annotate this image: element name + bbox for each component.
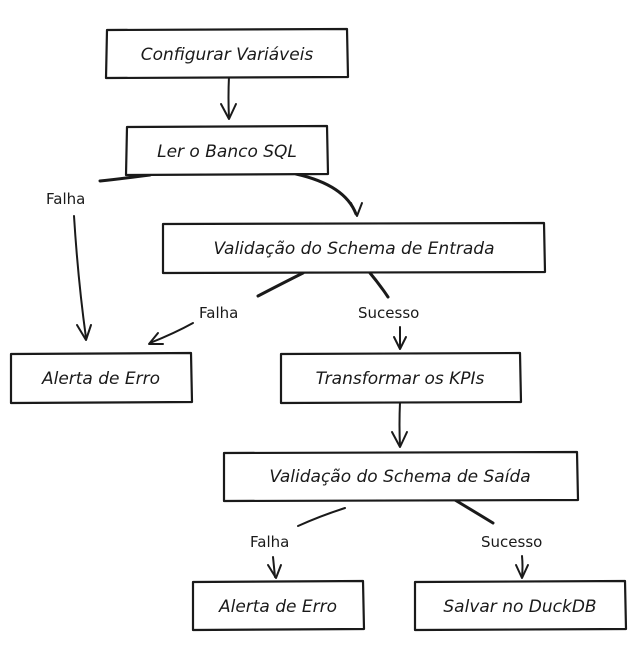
node-salvar-duckdb[interactable]: Salvar no DuckDB	[413, 579, 628, 632]
node-alerta-erro-1[interactable]: Alerta de Erro	[9, 351, 194, 405]
edge-transformar-to-validacao-saida	[391, 401, 408, 448]
node-label: Salvar no DuckDB	[443, 597, 596, 617]
edge-ler-to-validacao-entrada	[294, 172, 363, 217]
node-transformar-kpis[interactable]: Transformar os KPIs	[279, 351, 523, 405]
edge-saida-sucesso-to-salvar	[453, 498, 529, 579]
node-label: Alerta de Erro	[218, 597, 337, 617]
node-validacao-schema-saida[interactable]: Validação do Schema de Saída	[222, 450, 580, 503]
node-label: Validação do Schema de Saída	[269, 467, 530, 487]
edge-label-entrada-falha: Falha	[199, 304, 238, 322]
edge-label-saida-sucesso: Sucesso	[481, 533, 542, 551]
node-configurar-variaveis[interactable]: Configurar Variáveis	[104, 27, 350, 80]
edge-label-entrada-sucesso: Sucesso	[358, 304, 419, 322]
node-label: Transformar os KPIs	[316, 369, 485, 389]
node-label: Validação do Schema de Entrada	[214, 239, 495, 259]
node-ler-banco-sql[interactable]: Ler o Banco SQL	[124, 124, 330, 177]
node-label: Alerta de Erro	[41, 369, 160, 389]
edge-saida-falha-to-alerta	[267, 507, 346, 579]
node-label: Ler o Banco SQL	[157, 142, 297, 162]
edge-configurar-to-ler	[220, 75, 237, 120]
edge-label-ler-falha: Falha	[46, 190, 85, 208]
edge-label-saida-falha: Falha	[250, 533, 289, 551]
edge-entrada-falha-to-alerta	[148, 271, 305, 345]
edge-entrada-sucesso-to-transformar	[368, 271, 407, 350]
edge-ler-falha-to-alerta	[73, 173, 152, 341]
node-label: Configurar Variáveis	[141, 45, 314, 65]
node-validacao-schema-entrada[interactable]: Validação do Schema de Entrada	[161, 221, 547, 275]
node-alerta-erro-2[interactable]: Alerta de Erro	[191, 579, 366, 632]
